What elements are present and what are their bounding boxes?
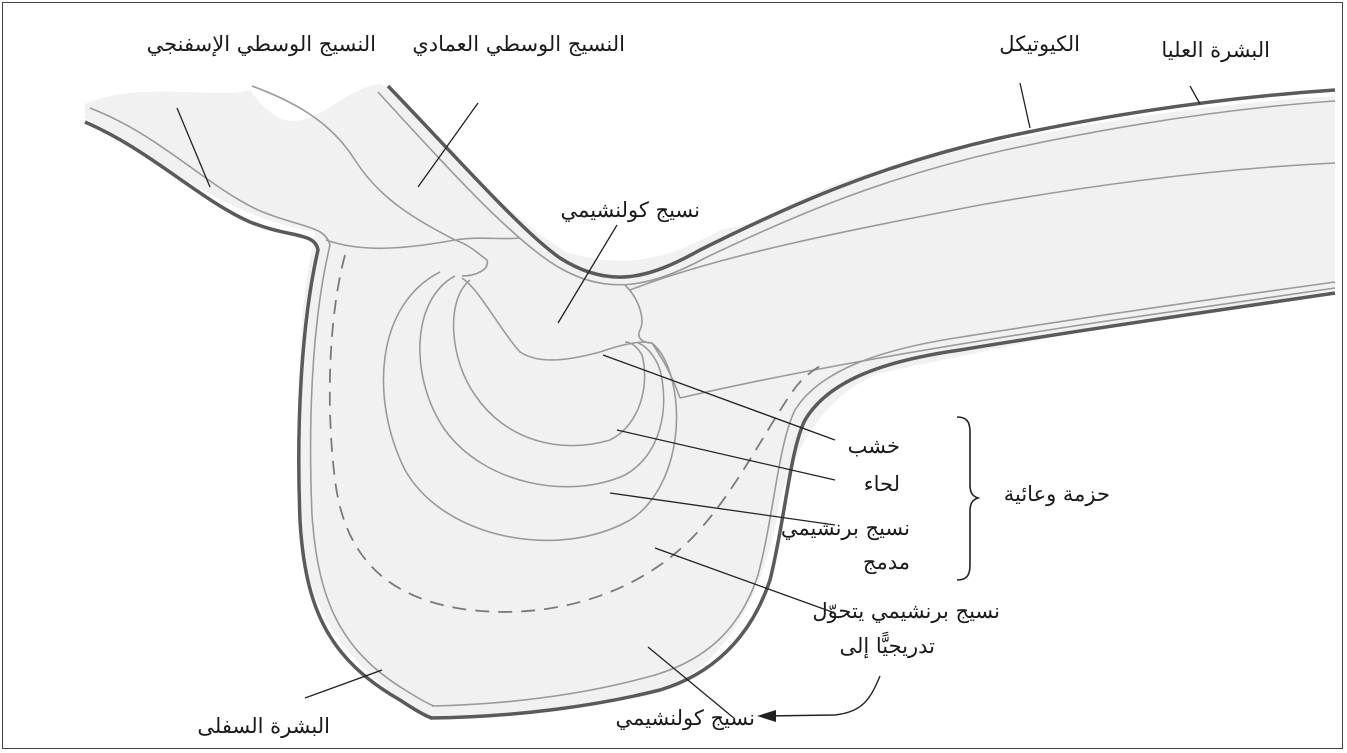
vascular-bundle-brace [957, 417, 978, 580]
label-palisade-mesophyll: النسيج الوسطي العمادي [375, 30, 625, 58]
label-cuticle: الكيوتيكل [950, 30, 1080, 58]
label-compact-parenchyma-2: مدمج [790, 548, 910, 576]
label-xylem: خشب [830, 432, 900, 460]
arrow-curve [765, 676, 880, 716]
label-transitioning-parenchyma-1: نسيج برنشيمي يتحوّل [785, 597, 1000, 625]
arrow-head [757, 710, 776, 722]
label-phloem: لحاء [830, 470, 900, 498]
label-collenchyma-lower: نسيج كولنشيمي [575, 704, 755, 732]
label-collenchyma-upper: نسيج كولنشيمي [560, 196, 700, 224]
label-transitioning-parenchyma-2: تدريجيًّا إلى [785, 632, 935, 660]
label-compact-parenchyma-1: نسيج برنشيمي [790, 514, 910, 542]
label-upper-epidermis: البشرة العليا [1140, 36, 1270, 64]
label-vascular-bundle: حزمة وعائية [985, 480, 1110, 508]
label-spongy-mesophyll: النسيج الوسطي الإسفنجي [86, 30, 376, 58]
label-lower-epidermis: البشرة السفلى [170, 712, 330, 740]
